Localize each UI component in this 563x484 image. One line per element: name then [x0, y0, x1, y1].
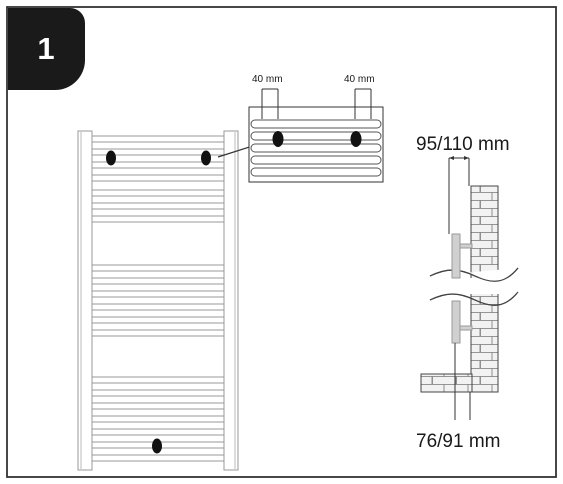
radiator-left-upright	[77, 130, 93, 471]
side-view: 95/110 mm 76/91 mm	[416, 134, 521, 452]
detail-rail	[250, 167, 382, 177]
top-detail: 40 mm 40 mm	[248, 74, 384, 183]
radiator-hole-top-right	[201, 150, 211, 166]
radiator-rail	[91, 277, 225, 285]
detail-rail	[250, 119, 382, 129]
floor-block	[420, 373, 473, 393]
radiator-rail	[91, 202, 225, 210]
radiator-rail	[91, 303, 225, 311]
radiator-rail	[91, 428, 225, 436]
side-radiator-pipe-lower	[451, 300, 461, 344]
radiator-rail	[91, 161, 225, 169]
radiator-rail	[91, 454, 225, 462]
detail-hole-left	[272, 131, 284, 147]
detail-rail	[250, 131, 382, 141]
wall-bracket-upper	[459, 243, 473, 249]
radiator-rail	[91, 415, 225, 423]
radiator-hole-bottom	[152, 438, 162, 454]
radiator-rail	[91, 376, 225, 384]
radiator-rail	[91, 148, 225, 156]
step-number: 1	[37, 31, 54, 66]
towel-radiator	[77, 130, 239, 471]
step-badge: 1	[8, 8, 85, 90]
radiator-right-upright	[223, 130, 239, 471]
radiator-rail	[91, 135, 225, 143]
radiator-rail	[91, 329, 225, 337]
dim-label-40mm-left: 40 mm	[252, 74, 283, 85]
radiator-rail	[91, 316, 225, 324]
side-radiator-pipe-upper	[451, 233, 461, 279]
wall-bracket-lower	[459, 325, 473, 331]
radiator-rail	[91, 215, 225, 223]
dim-label-40mm-right: 40 mm	[344, 74, 375, 85]
dim-label-bottom: 76/91 mm	[416, 431, 500, 452]
detail-hole-right	[350, 131, 362, 147]
panel-frame	[6, 6, 557, 478]
radiator-rail	[91, 189, 225, 197]
detail-rail	[250, 155, 382, 165]
radiator-rail	[91, 174, 225, 182]
radiator-rails	[91, 135, 225, 462]
radiator-hole-top-left	[106, 150, 116, 166]
dim-label-top: 95/110 mm	[416, 134, 510, 155]
radiator-rail	[91, 264, 225, 272]
detail-rail	[250, 143, 382, 153]
radiator-rail	[91, 389, 225, 397]
radiator-rail	[91, 402, 225, 410]
radiator-rail	[91, 290, 225, 298]
